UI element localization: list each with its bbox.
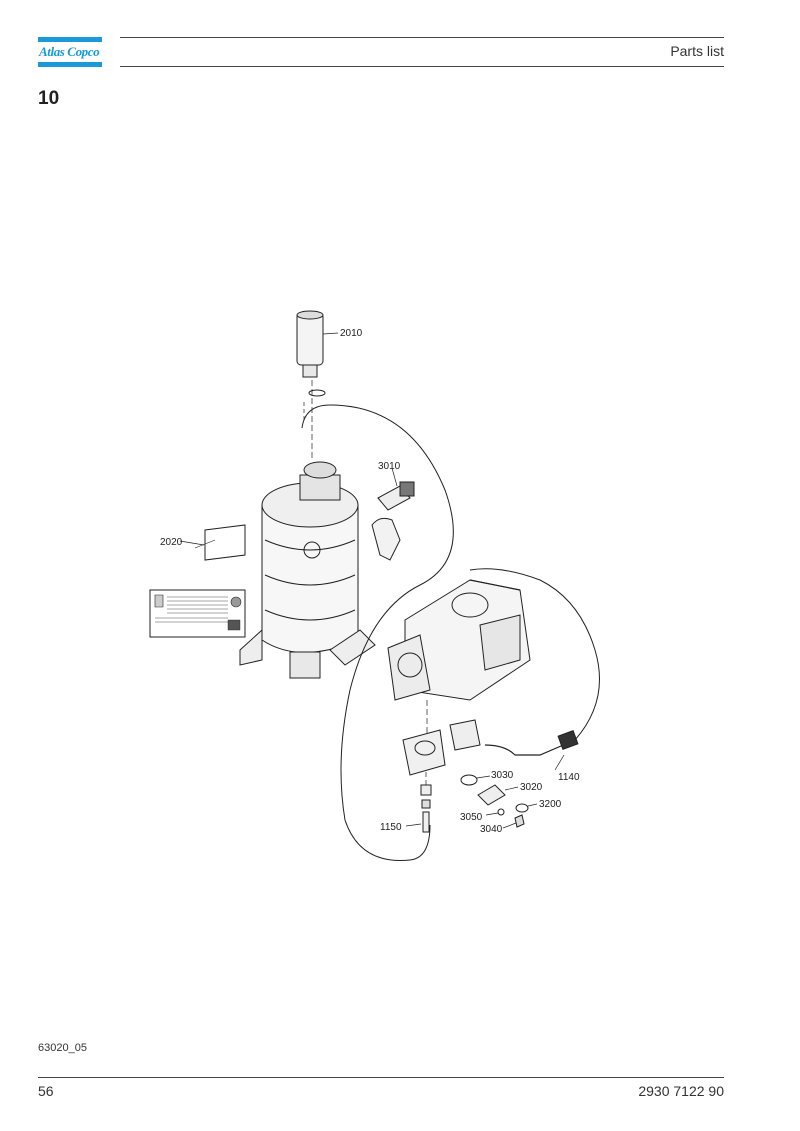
callout-1150: 1150 <box>380 822 402 833</box>
logo-stripe-bottom <box>38 62 102 67</box>
page-number: 56 <box>38 1083 54 1099</box>
filter-cartridge-part <box>296 310 326 397</box>
compressor-element <box>387 579 531 701</box>
oil-separator-vessel <box>239 461 376 679</box>
atlas-copco-logo: Atlas Copco <box>38 37 102 67</box>
document-number: 2930 7122 90 <box>638 1083 724 1099</box>
hose-fitting-part <box>420 784 432 833</box>
callout-3050: 3050 <box>460 812 483 823</box>
header-rule-bottom <box>120 66 724 67</box>
callout-1140: 1140 <box>558 772 580 783</box>
callout-2020: 2020 <box>160 537 183 548</box>
drawing-id: 63020_05 <box>38 1042 87 1054</box>
logo-stripe-top <box>38 37 102 42</box>
callout-3020: 3020 <box>520 782 543 793</box>
callout-3010: 3010 <box>378 461 401 472</box>
valve-part <box>377 481 415 511</box>
callout-3040: 3040 <box>480 824 503 835</box>
header-rule-top <box>120 37 724 38</box>
callout-3200: 3200 <box>539 799 562 810</box>
exploded-parts-drawing: 2010 3010 2020 3030 3020 1140 3200 3050 … <box>149 310 600 861</box>
warning-label-part <box>149 524 246 638</box>
footer-rule <box>38 1077 724 1078</box>
page-title: Parts list <box>670 43 724 59</box>
callout-2010: 2010 <box>340 328 363 339</box>
section-number: 10 <box>38 88 60 109</box>
logo-text: Atlas Copco <box>39 44 100 59</box>
oil-stop-valve <box>402 719 481 776</box>
callout-3030: 3030 <box>491 770 514 781</box>
